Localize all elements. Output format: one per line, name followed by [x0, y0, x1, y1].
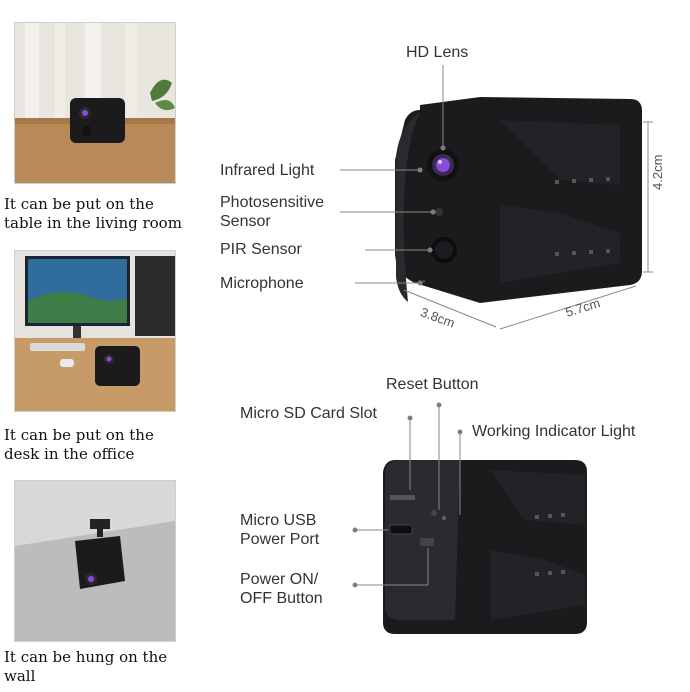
caption-office-desk: It can be put on the desk in the office — [4, 426, 154, 463]
reset-button-icon — [431, 510, 437, 516]
label-microphone: Microphone — [220, 275, 304, 292]
label-hd-lens: HD Lens — [406, 44, 469, 61]
label-working-indicator-light: Working Indicator Light — [472, 423, 636, 440]
label-micro-sd-card-slot: Micro SD Card Slot — [240, 405, 377, 422]
power-switch-icon — [420, 538, 434, 546]
label-micro-usb-power-port: Micro USB Power Port — [240, 512, 320, 548]
back-camera-diagram — [352, 402, 587, 634]
label-reset-button: Reset Button — [386, 376, 479, 393]
photo-office-desk — [14, 250, 176, 412]
indicator-light-icon — [442, 516, 446, 520]
sd-card-slot-icon — [390, 495, 415, 500]
usb-port-icon — [389, 524, 413, 535]
dimension-height: 4.2cm — [650, 154, 665, 190]
photo-living-room — [14, 22, 176, 184]
front-camera-diagram — [340, 65, 653, 330]
photo-wall-mount — [14, 480, 176, 642]
caption-living-room: It can be put on the table in the living… — [4, 195, 182, 232]
label-pir-sensor: PIR Sensor — [220, 241, 302, 258]
label-power-button: Power ON/ OFF Button — [240, 571, 323, 607]
caption-wall-mount: It can be hung on the wall — [4, 648, 168, 685]
label-infrared-light: Infrared Light — [220, 162, 315, 179]
label-photosensitive-sensor: Photosensitive Sensor — [220, 194, 325, 230]
